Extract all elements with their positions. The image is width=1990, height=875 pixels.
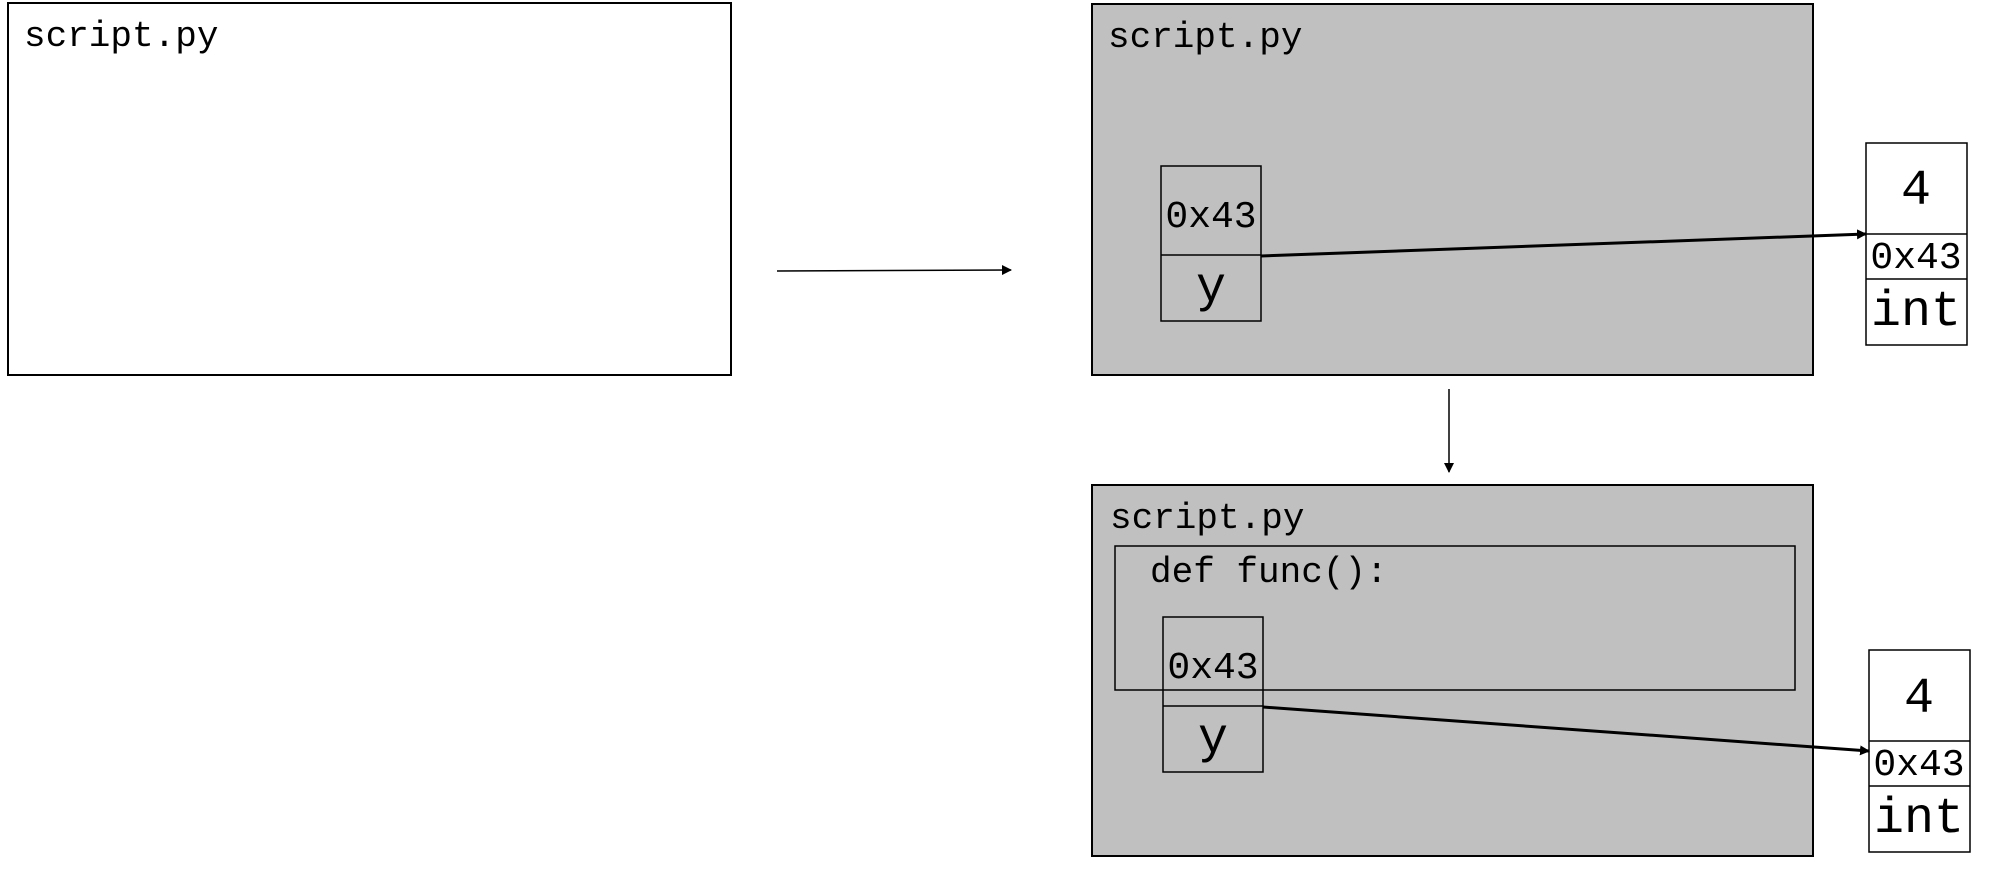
int-object-1-type: int <box>1871 284 1961 341</box>
reference-arrow-function <box>1262 705 1870 756</box>
function-variable-name: y <box>1198 711 1228 768</box>
int-object-2-type: int <box>1874 791 1964 848</box>
inner-scope-box: def func(): <box>1114 545 1796 691</box>
function-variable-address: 0x43 <box>1167 647 1258 690</box>
function-frame-label: script.py <box>1110 498 1304 539</box>
int-object-2-value: 4 <box>1904 671 1934 728</box>
function-variable-box: 0x43 y <box>1162 616 1264 773</box>
global-frame: script.py 0x43 y <box>1091 3 1814 376</box>
global-variable-name: y <box>1196 260 1226 317</box>
global-variable-address: 0x43 <box>1165 196 1256 239</box>
reference-arrow-global <box>1260 229 1867 258</box>
initial-frame-label: script.py <box>24 16 218 57</box>
int-object-1-value: 4 <box>1901 163 1931 220</box>
int-object-1: 4 0x43 int <box>1865 142 1968 346</box>
initial-frame: script.py <box>7 2 732 376</box>
transition-arrow-right <box>776 265 1012 276</box>
global-variable-box: 0x43 y <box>1160 165 1262 322</box>
int-object-1-address: 0x43 <box>1870 237 1961 280</box>
global-frame-label: script.py <box>1108 17 1302 58</box>
int-object-2-address: 0x43 <box>1873 744 1964 787</box>
inner-scope-label: def func(): <box>1150 552 1388 593</box>
int-object-2: 4 0x43 int <box>1868 649 1971 853</box>
function-frame: script.py def func(): 0x43 y <box>1091 484 1814 857</box>
